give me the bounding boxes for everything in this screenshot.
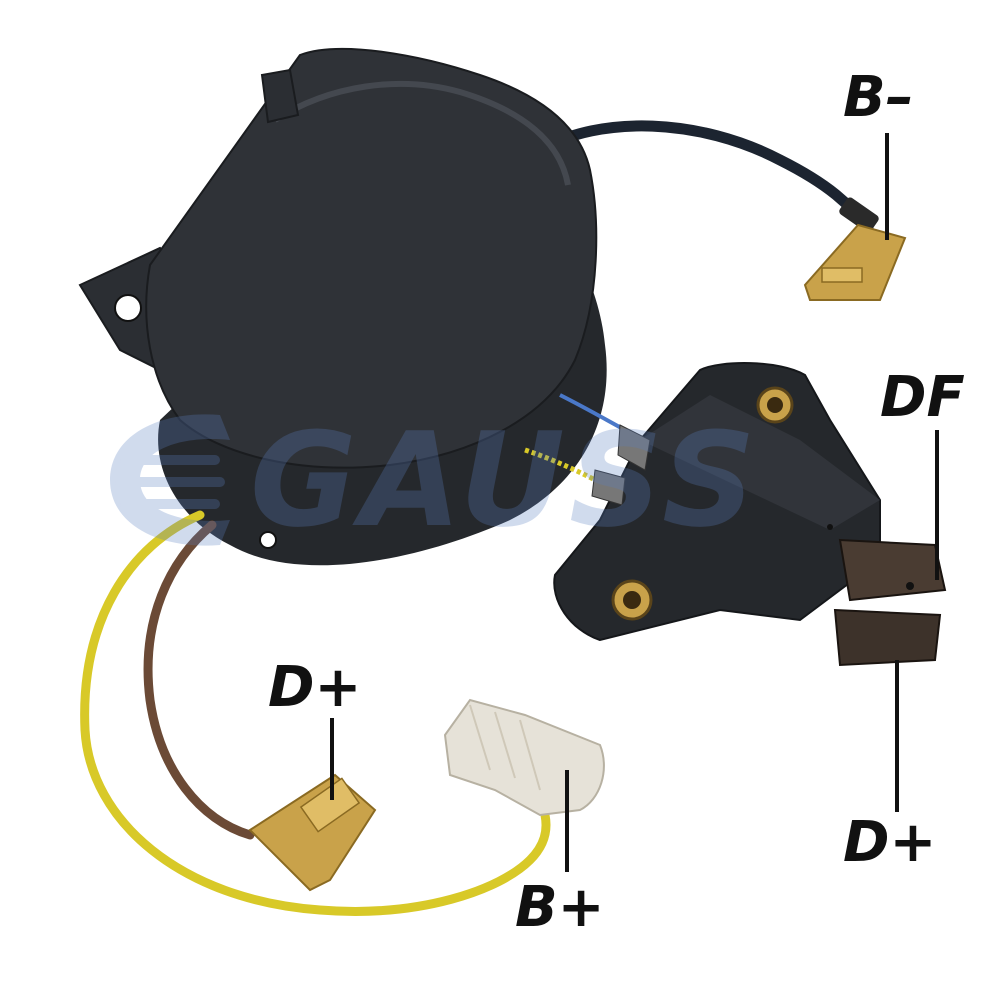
brown-wire <box>143 520 255 840</box>
b-minus-terminal <box>803 197 907 301</box>
b-plus-connector <box>443 698 605 817</box>
b-plus-label: B+ <box>515 875 605 940</box>
gauss-watermark-logo: GAUSS <box>110 405 760 555</box>
yellow-wire <box>80 510 551 916</box>
regulator-housing <box>78 47 607 566</box>
black-wire <box>534 120 874 234</box>
b-minus-label: B– <box>843 65 914 130</box>
df-label: DF <box>880 365 965 430</box>
d-plus-right-label: D+ <box>843 810 937 875</box>
d-plus-left-terminal <box>248 773 377 892</box>
brush-holder <box>553 362 947 667</box>
svg-text:GAUSS: GAUSS <box>250 405 760 555</box>
d-plus-left-label: D+ <box>268 655 362 720</box>
